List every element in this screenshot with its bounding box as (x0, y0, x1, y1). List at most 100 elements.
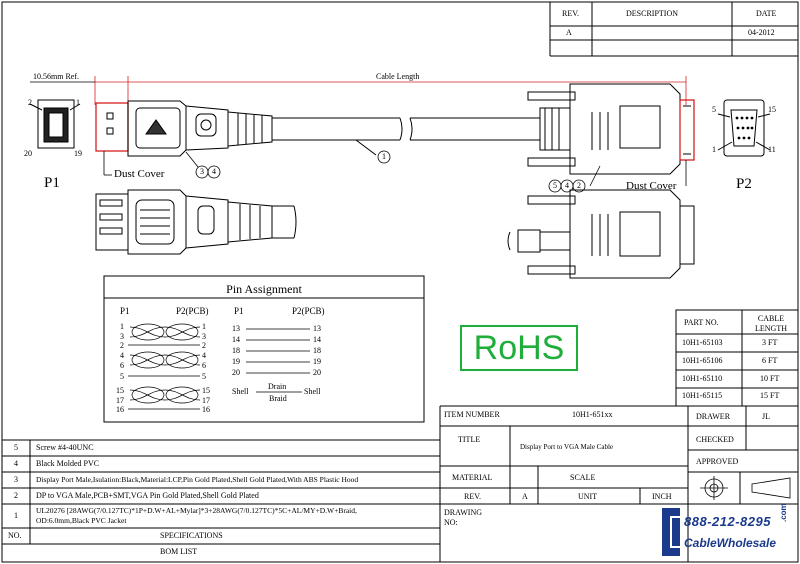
pin-l-17: 17 (116, 396, 124, 405)
pin-r-16: 16 (202, 405, 210, 414)
braid-label: Braid (269, 394, 287, 403)
bom-no-2: 2 (14, 491, 18, 500)
pin-r-2: 2 (202, 341, 206, 350)
description-header: DESCRIPTION (626, 9, 679, 18)
scale-label: SCALE (570, 473, 596, 482)
p1-pin-tl: 2 (28, 98, 32, 107)
pin-r-4: 4 (202, 351, 206, 360)
bom-no-1: 1 (14, 511, 18, 520)
item-number-value: 10H1-651xx (572, 410, 613, 419)
part-row-2-len: 6 FT (762, 356, 778, 365)
bom-spec-5: Screw #4-40UNC (36, 443, 94, 452)
bom-spec-1: UL20276 [28AWG(7/0.127TC)*1P+D.W+AL+Myla… (36, 506, 357, 515)
bom-grid (2, 439, 440, 545)
part-row-2-no: 10H1-65106 (682, 356, 723, 365)
pin-assignment-title: Pin Assignment (226, 282, 302, 296)
part-row-1-len: 3 FT (762, 338, 778, 347)
revision-block-grid (549, 2, 798, 57)
pin-l-19: 19 (232, 357, 240, 366)
pin-right-p2-header: P2(PCB) (292, 306, 325, 316)
date-header: DATE (756, 9, 777, 18)
unit-label: UNIT (578, 492, 598, 501)
p2-label: P2 (736, 176, 752, 192)
p2-pin-tl: 5 (712, 105, 716, 114)
p1-pin-tr: 1 (76, 98, 80, 107)
callout-cable: 1 (382, 152, 386, 161)
callout-2: 2 (577, 181, 581, 190)
bom-spec-2: DP to VGA Male,PCB+SMT,VGA Pin Gold Plat… (36, 491, 259, 500)
pin-assignment-box (103, 275, 425, 423)
twisted-pairs (128, 323, 201, 410)
approved-label: APPROVED (696, 457, 739, 466)
dp-connector-bottom (95, 189, 297, 255)
bom-no-5: 5 (14, 443, 18, 452)
vga-connector-bottom (507, 189, 695, 279)
dust-cover-left: Dust Cover (114, 168, 165, 180)
drain-label: Drain (268, 382, 287, 391)
pin-r-19: 19 (313, 357, 321, 366)
pin-r-18: 18 (313, 346, 321, 355)
callout-4-right: 4 (565, 181, 569, 190)
bom-no-header: NO. (8, 531, 22, 540)
bom-footer: BOM LIST (160, 547, 198, 556)
cable-top (272, 117, 540, 156)
pin-left-p2-header: P2(PCB) (176, 306, 209, 316)
logo-mark (662, 508, 680, 556)
projection-symbol (700, 476, 791, 500)
drawing-no-label: DRAWING NO: (444, 508, 483, 528)
rev-header: REV. (562, 9, 579, 18)
drawer-value: JL (762, 412, 770, 421)
rohs-badge: RoHS (460, 325, 578, 371)
rev-value-title: A (522, 492, 528, 501)
part-no-header: PART NO. (684, 318, 719, 327)
vga-connector-side (527, 83, 695, 175)
part-row-4-no: 10H1-65115 (682, 391, 723, 400)
pin-l-15: 15 (116, 386, 124, 395)
pin-r-6: 6 (202, 361, 206, 370)
pin-l-2: 2 (120, 341, 124, 350)
pin-r-1: 1 (202, 322, 206, 331)
p1-pin-br: 19 (74, 149, 82, 158)
pin-l-6: 6 (120, 361, 124, 370)
pin-right-p1-header: P1 (234, 306, 244, 316)
callout-5: 5 (553, 181, 557, 190)
date-value: 04-2012 (748, 28, 775, 37)
part-row-4-len: 15 FT (760, 391, 780, 400)
bom-spec-header: SPECIFICATIONS (160, 531, 223, 540)
drawer-label: DRAWER (696, 412, 731, 421)
p1-pin-bl: 20 (24, 149, 32, 158)
pin-r-15: 15 (202, 386, 210, 395)
checked-label: CHECKED (696, 435, 734, 444)
cable-length-header: CABLE LENGTH (755, 314, 787, 333)
material-label: MATERIAL (452, 473, 493, 482)
dust-cover-right: Dust Cover (626, 180, 677, 192)
pin-r-20: 20 (313, 368, 321, 377)
pin-l-13: 13 (232, 324, 240, 333)
pin-l-1: 1 (120, 322, 124, 331)
pin-l-3: 3 (120, 332, 124, 341)
p1-label: P1 (44, 175, 60, 191)
title-value: Display Port to VGA Male Cable (520, 443, 614, 451)
callout-4: 4 (212, 167, 216, 176)
dimension-ref: 10.56mm Ref. (33, 72, 79, 81)
title-block-grid (439, 405, 798, 562)
pin-l-14: 14 (232, 335, 240, 344)
p2-pin-br: 11 (768, 145, 776, 154)
pin-r-13: 13 (313, 324, 321, 333)
pin-l-16: 16 (116, 405, 124, 414)
shell-right: Shell (304, 387, 321, 396)
shell-left: Shell (232, 387, 249, 396)
pin-r-14: 14 (313, 335, 321, 344)
straight-wires (246, 328, 310, 393)
pin-l-20: 20 (232, 368, 240, 377)
p2-pin-bl: 1 (712, 145, 716, 154)
callout-circles (103, 150, 687, 193)
part-row-3-len: 10 FT (760, 374, 780, 383)
pin-l-18: 18 (232, 346, 240, 355)
pin-l-5: 5 (120, 372, 124, 381)
logo-phone: 888-212-8295 (684, 514, 771, 529)
bom-no-4: 4 (14, 459, 18, 468)
bom-spec-4: Black Molded PVC (36, 459, 100, 468)
part-row-1-no: 10H1-65103 (682, 338, 723, 347)
